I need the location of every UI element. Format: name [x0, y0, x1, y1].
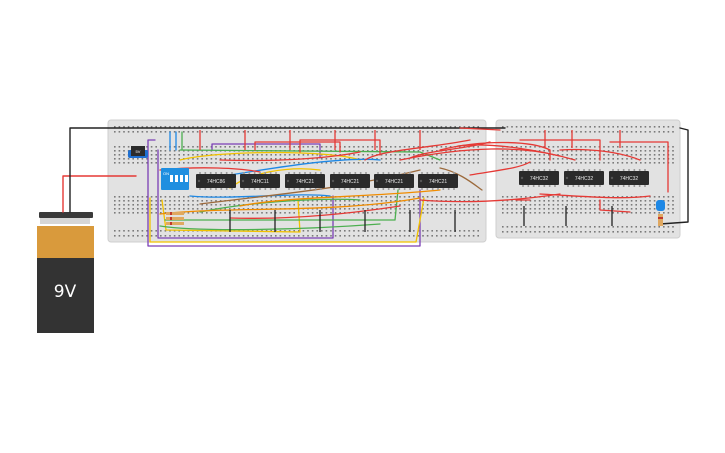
wire-battery-positive: [62, 175, 137, 213]
wire-green-1: [164, 189, 399, 221]
battery-9v[interactable]: 9V: [37, 212, 94, 333]
wire-yellow-4: [179, 151, 361, 161]
voltage-regulator[interactable]: 5V: [128, 146, 148, 158]
chip-left-label: 74HC86: [207, 179, 226, 185]
chip-left-label: 74HC21: [429, 179, 448, 185]
wire-green-4: [159, 223, 381, 231]
output-led[interactable]: [656, 200, 665, 226]
wire-brown-1: [439, 167, 483, 191]
chip-right-1[interactable]: 74HC32: [519, 169, 559, 187]
chip-right-label: 74HC32: [620, 176, 639, 182]
chip-row-left: 74HC86 74HC11 74HC21 74HC21 74HC21 74HC21: [196, 172, 458, 190]
chip-right-2[interactable]: 74HC32: [564, 169, 604, 187]
wire-green-2: [179, 149, 441, 161]
resistor-array[interactable]: [166, 212, 184, 225]
wire-red-3: [364, 139, 471, 161]
wire-red-bridge-4: [419, 193, 561, 203]
regulator-label: 5V: [136, 149, 141, 154]
wire-yellow-3: [229, 168, 321, 189]
wire-red-bridge-3: [457, 144, 576, 161]
chip-left-4[interactable]: 74HC21: [330, 172, 370, 190]
wire-red-r4: [609, 141, 669, 193]
wire-red-5: [409, 141, 491, 159]
wire-red-r2: [559, 148, 641, 161]
wire-red-2: [299, 139, 381, 156]
chip-left-1[interactable]: 74HC86: [196, 172, 236, 190]
chip-left-label: 74HC11: [251, 179, 269, 185]
chip-left-5[interactable]: 74HC21: [374, 172, 414, 190]
wire-ground-return: [659, 127, 689, 225]
wire-yellow-1: [149, 197, 425, 243]
chip-right-3[interactable]: 74HC32: [609, 169, 649, 187]
wire-red-r5: [599, 199, 631, 213]
chip-left-label: 74HC21: [296, 179, 315, 185]
wire-red-r1: [519, 139, 601, 161]
wire-green-3: [199, 198, 361, 213]
wire-red-bridge-1: [439, 141, 551, 161]
wire-red-bridge-6: [469, 161, 531, 176]
chip-left-3[interactable]: 74HC21: [285, 172, 325, 190]
dip-switch-label: ON: [163, 171, 169, 176]
rail-jumpers: [199, 130, 621, 232]
wire-yellow-2: [161, 199, 301, 233]
wire-red-7: [229, 205, 401, 219]
chip-left-6[interactable]: 74HC21: [418, 172, 458, 190]
wire-red-1: [254, 141, 341, 153]
chip-right-label: 74HC32: [530, 176, 549, 182]
wire-group: [62, 127, 689, 247]
chip-left-2[interactable]: 74HC11: [240, 172, 280, 190]
wire-red-bridge-5: [459, 127, 501, 131]
wire-red-4: [219, 151, 361, 162]
wire-orange-1: [159, 197, 421, 215]
wire-purple-1: [147, 139, 421, 247]
wire-battery-negative: [69, 127, 506, 213]
wire-purple-2: [157, 149, 334, 239]
wire-red-r3: [539, 193, 651, 199]
wire-orange-2: [239, 189, 441, 207]
chip-right-label: 74HC32: [575, 176, 594, 182]
chip-row-right: 74HC32 74HC32 74HC32: [519, 169, 649, 187]
chip-left-label: 74HC21: [385, 179, 404, 185]
chip-left-label: 74HC21: [341, 179, 360, 185]
dip-switch[interactable]: ON: [161, 168, 189, 190]
battery-label: 9V: [54, 282, 77, 302]
